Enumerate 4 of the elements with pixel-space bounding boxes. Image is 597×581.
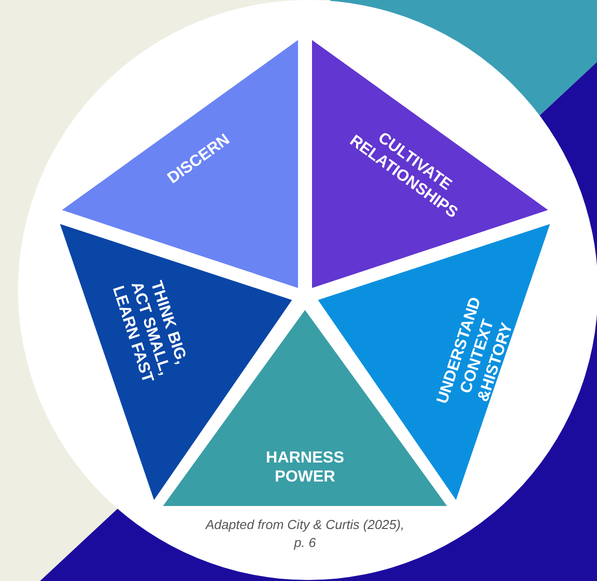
triangle-segment [312,40,548,288]
segment-label: HARNESS POWER [266,450,344,486]
segment-label: THINK BIG, ACT SMALL, LEARN FAST [108,278,190,385]
caption: Adapted from City & Curtis (2025), p. 6 [204,516,406,552]
